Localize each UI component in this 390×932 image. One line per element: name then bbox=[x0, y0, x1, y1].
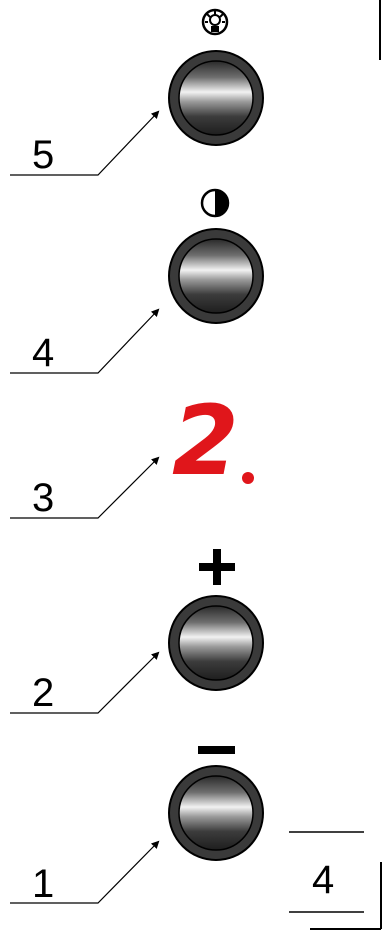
leader-line-1 bbox=[10, 840, 160, 904]
digit-display: 2 bbox=[172, 385, 254, 497]
leader-line-3 bbox=[10, 456, 160, 519]
clock-quarter-icon bbox=[200, 188, 230, 218]
minus-button[interactable] bbox=[168, 765, 264, 861]
callout-label-3: 3 bbox=[32, 476, 54, 520]
callout-4: 4 bbox=[10, 188, 264, 375]
callout-label-2: 2 bbox=[32, 671, 54, 715]
callout-label-1: 1 bbox=[32, 862, 54, 906]
callout-label-4: 4 bbox=[32, 331, 54, 375]
callout-1: 1 bbox=[10, 746, 264, 906]
page-number: 4 bbox=[312, 858, 334, 902]
callout-5: 5 bbox=[10, 8, 264, 177]
callout-3: 2 3 bbox=[10, 385, 254, 520]
plus-button[interactable] bbox=[168, 595, 264, 691]
light-button[interactable] bbox=[168, 50, 264, 146]
display-digit: 2 bbox=[172, 385, 239, 497]
display-decimal-point bbox=[242, 472, 254, 484]
page-number-box: 4 bbox=[289, 831, 382, 930]
callout-label-5: 5 bbox=[32, 133, 54, 177]
leader-line-4 bbox=[10, 308, 160, 374]
minus-icon bbox=[198, 746, 235, 754]
leader-line-5 bbox=[10, 110, 160, 176]
plus-icon bbox=[199, 549, 235, 585]
timer-button[interactable] bbox=[168, 228, 264, 324]
light-bulb-icon bbox=[201, 8, 229, 36]
leader-line-2 bbox=[10, 651, 160, 714]
callout-2: 2 bbox=[10, 549, 264, 715]
